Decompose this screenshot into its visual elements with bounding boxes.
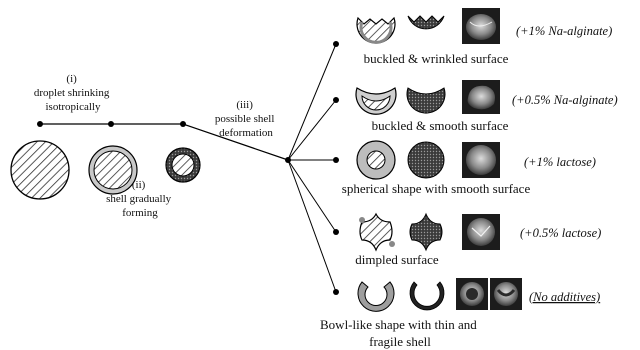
sem-image-bowl-1 <box>456 278 488 310</box>
outcome-1-caption: buckled & wrinkled surface <box>364 51 509 66</box>
step1-label: (i) droplet shrinking isotropically <box>34 73 112 113</box>
step-node-2 <box>108 121 114 127</box>
outcome-5-caption: Bowl-like shape with thin and fragile sh… <box>320 317 480 349</box>
schematic-spherical-section <box>357 141 395 179</box>
schematic-buckled-smooth-surface <box>407 88 445 113</box>
branch-line-2 <box>288 100 336 160</box>
schematic-buckled-wrinkled-section <box>357 18 395 43</box>
outcome-4-additive: (+0.5% lactose) <box>520 226 601 240</box>
branch-end-5 <box>333 289 339 295</box>
branch-line-5 <box>288 160 336 292</box>
outcome-5-additive: (No additives) <box>529 290 600 304</box>
droplet-stage-2 <box>89 146 137 194</box>
schematic-buckled-smooth-section <box>356 88 396 114</box>
schematic-bowl-section <box>358 282 394 311</box>
outcome-4: dimpled surface (+0.5% lactose) <box>355 214 601 267</box>
branch-line-4 <box>288 160 336 232</box>
outcome-2-caption: buckled & smooth surface <box>372 118 509 133</box>
outcome-4-caption: dimpled surface <box>355 252 439 267</box>
branch-end-3 <box>333 157 339 163</box>
schematic-bowl-surface <box>410 282 444 310</box>
outcome-2-additive: (+0.5% Na-alginate) <box>512 93 618 107</box>
sem-image-buckled-wrinkled <box>462 8 500 44</box>
schematic-spherical-surface <box>408 142 444 178</box>
schematic-buckled-wrinkled-surface <box>408 16 444 29</box>
outcome-5: Bowl-like shape with thin and fragile sh… <box>320 278 600 349</box>
droplet-stage-3 <box>166 148 200 182</box>
sem-image-spherical <box>462 142 500 178</box>
step-node-3 <box>180 121 186 127</box>
schematic-dimpled-surface <box>410 214 442 250</box>
branch-line-1 <box>288 44 336 160</box>
sem-image-dimpled <box>462 214 500 250</box>
step-node-1 <box>37 121 43 127</box>
branch-end-2 <box>333 97 339 103</box>
schematic-dimpled-section <box>359 214 395 250</box>
branch-end-1 <box>333 41 339 47</box>
outcome-1: buckled & wrinkled surface (+1% Na-algin… <box>357 8 612 66</box>
droplet-stage-1 <box>11 141 69 199</box>
outcome-1-additive: (+1% Na-alginate) <box>516 24 612 38</box>
outcome-3-caption: spherical shape with smooth surface <box>342 181 531 196</box>
outcome-2: buckled & smooth surface (+0.5% Na-algin… <box>356 80 618 133</box>
outcome-3-additive: (+1% lactose) <box>524 155 596 169</box>
step3-label: (iii) possible shell deformation <box>215 99 277 139</box>
sem-image-buckled-smooth <box>462 80 500 114</box>
outcome-3: spherical shape with smooth surface (+1%… <box>342 141 596 196</box>
branch-end-4 <box>333 229 339 235</box>
sem-image-bowl-2 <box>490 278 522 310</box>
